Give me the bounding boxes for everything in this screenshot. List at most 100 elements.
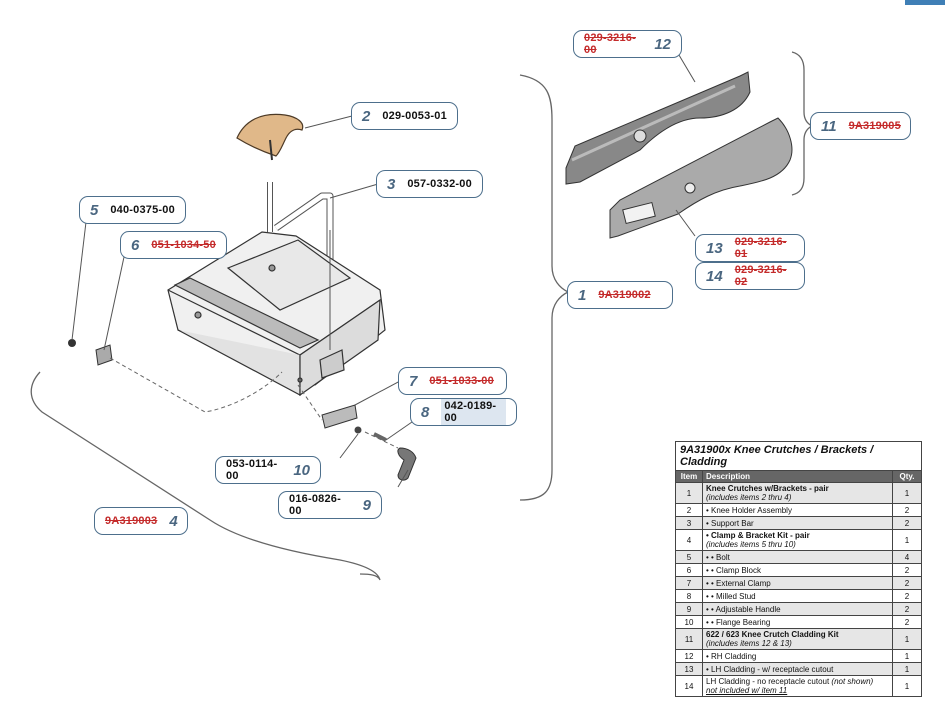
- bracket-item-11: [791, 51, 814, 196]
- callout-number: 7: [409, 372, 418, 390]
- cell-description: • • External Clamp: [702, 576, 893, 590]
- bolt-part: [68, 339, 76, 347]
- cell-description: • Support Bar: [702, 516, 893, 530]
- callout-number: 4: [169, 512, 178, 530]
- callout-number: 5: [90, 201, 99, 219]
- bracket-item-1: [519, 74, 570, 501]
- cell-qty: 1: [892, 628, 922, 650]
- cell-description: • LH Cladding - w/ receptacle cutout: [702, 662, 893, 676]
- cell-item: 2: [675, 503, 703, 517]
- callout-item-7[interactable]: 7 051-1033-00: [398, 367, 507, 395]
- cell-item: 3: [675, 516, 703, 530]
- bracket-housing: [167, 231, 386, 397]
- cell-qty: 2: [892, 516, 922, 530]
- callout-number: 12: [654, 35, 671, 53]
- cell-qty: 4: [892, 550, 922, 564]
- header-item: Item: [675, 470, 703, 483]
- callout-number: 3: [387, 175, 396, 193]
- callout-item-6[interactable]: 6 051-1034-50: [120, 231, 227, 259]
- callout-item-8[interactable]: 8 042-0189-00: [410, 398, 517, 426]
- description-note: (includes items 12 & 13): [706, 639, 792, 648]
- external-clamp-part: [321, 404, 358, 429]
- callout-item-9[interactable]: 016-0826-00 9: [278, 491, 382, 519]
- header-description: Description: [702, 470, 893, 483]
- cell-item: 4: [675, 529, 703, 551]
- callout-number: 13: [706, 239, 723, 257]
- table-row: 8 • • Milled Stud 2: [675, 589, 922, 603]
- description-note: (includes items 5 thru 10): [706, 540, 796, 549]
- cell-qty: 2: [892, 615, 922, 629]
- cell-description: • • Flange Bearing: [702, 615, 893, 629]
- table-row: 2 • Knee Holder Assembly 2: [675, 503, 922, 517]
- callout-item-11[interactable]: 11 9A319005: [810, 112, 911, 140]
- cell-description: • Knee Holder Assembly: [702, 503, 893, 517]
- corner-tab: [905, 0, 945, 5]
- callout-item-13[interactable]: 13 029-3216-01: [695, 234, 805, 262]
- callout-part-number: 016-0826-00: [289, 493, 341, 517]
- table-row: 1 Knee Crutches w/Brackets - pair(includ…: [675, 482, 922, 504]
- adjustable-handle-part: [397, 447, 417, 481]
- parts-table: 9A31900x Knee Crutches / Brackets / Clad…: [675, 441, 922, 697]
- table-row: 3 • Support Bar 2: [675, 516, 922, 530]
- cell-item: 5: [675, 550, 703, 564]
- callout-part-number: 051-1034-50: [151, 239, 216, 251]
- table-title: 9A31900x Knee Crutches / Brackets / Clad…: [675, 441, 922, 471]
- callout-item-2[interactable]: 2 029-0053-01: [351, 102, 458, 130]
- callout-item-14[interactable]: 14 029-3216-02: [695, 262, 805, 290]
- description-text: 622 / 623 Knee Crutch Cladding Kit: [706, 630, 839, 639]
- cell-description: • • Milled Stud: [702, 589, 893, 603]
- callout-item-3[interactable]: 3 057-0332-00: [376, 170, 483, 198]
- header-qty: Qty.: [892, 470, 922, 483]
- callout-number: 8: [421, 403, 430, 421]
- description-note: (includes items 2 thru 4): [706, 493, 792, 502]
- cell-qty: 1: [892, 675, 922, 697]
- callout-part-number: 029-3216-00: [584, 32, 636, 56]
- callout-part-number: 029-3216-02: [734, 264, 787, 288]
- callout-item-5[interactable]: 5 040-0375-00: [79, 196, 186, 224]
- cell-qty: 2: [892, 576, 922, 590]
- table-row: 14 LH Cladding - no receptacle cutout (n…: [675, 675, 922, 697]
- callout-number: 11: [821, 117, 837, 135]
- callout-number: 14: [706, 267, 723, 285]
- callout-item-1[interactable]: 1 9A319002: [567, 281, 673, 309]
- cell-qty: 1: [892, 662, 922, 676]
- bracket-item-4: [30, 371, 381, 581]
- cell-qty: 1: [892, 529, 922, 551]
- cell-item: 6: [675, 563, 703, 577]
- cell-description: Knee Crutches w/Brackets - pair(includes…: [702, 482, 893, 504]
- callout-part-number: 9A319003: [105, 515, 158, 527]
- milled-stud-part: [373, 432, 387, 442]
- lh-cladding: [609, 117, 793, 239]
- cell-description: • • Clamp Block: [702, 563, 893, 577]
- table-row: 9 • • Adjustable Handle 2: [675, 602, 922, 616]
- cell-qty: 1: [892, 482, 922, 504]
- cell-item: 12: [675, 649, 703, 663]
- flange-bearing-part: [354, 426, 362, 434]
- callout-item-12[interactable]: 029-3216-00 12: [573, 30, 682, 58]
- callout-part-number: 051-1033-00: [429, 375, 494, 387]
- cell-qty: 2: [892, 589, 922, 603]
- table-row: 11 622 / 623 Knee Crutch Cladding Kit(in…: [675, 628, 922, 650]
- cell-item: 11: [675, 628, 703, 650]
- table-row: 12 • RH Cladding 1: [675, 649, 922, 663]
- callout-item-4[interactable]: 9A319003 4: [94, 507, 188, 535]
- callout-part-number: 9A319005: [848, 120, 901, 132]
- cell-qty: 1: [892, 649, 922, 663]
- cell-item: 7: [675, 576, 703, 590]
- callout-part-number: 053-0114-00: [226, 458, 278, 482]
- cell-description: • • Adjustable Handle: [702, 602, 893, 616]
- table-row: 4 • Clamp & Bracket Kit - pair(includes …: [675, 529, 922, 551]
- table-row: 7 • • External Clamp 2: [675, 576, 922, 590]
- cell-description: • Clamp & Bracket Kit - pair(includes it…: [702, 529, 893, 551]
- cell-description: LH Cladding - no receptacle cutout (not …: [702, 675, 893, 697]
- callout-part-number: 057-0332-00: [407, 178, 472, 190]
- cell-item: 1: [675, 482, 703, 504]
- description-text: Knee Crutches w/Brackets - pair: [706, 484, 829, 493]
- callout-item-10[interactable]: 053-0114-00 10: [215, 456, 321, 484]
- description-italic: (not shown): [831, 677, 874, 686]
- table-row: 10 • • Flange Bearing 2: [675, 615, 922, 629]
- cell-item: 13: [675, 662, 703, 676]
- description-note: not included w/ item 11: [706, 686, 788, 695]
- cell-item: 10: [675, 615, 703, 629]
- callout-number: 6: [131, 236, 140, 254]
